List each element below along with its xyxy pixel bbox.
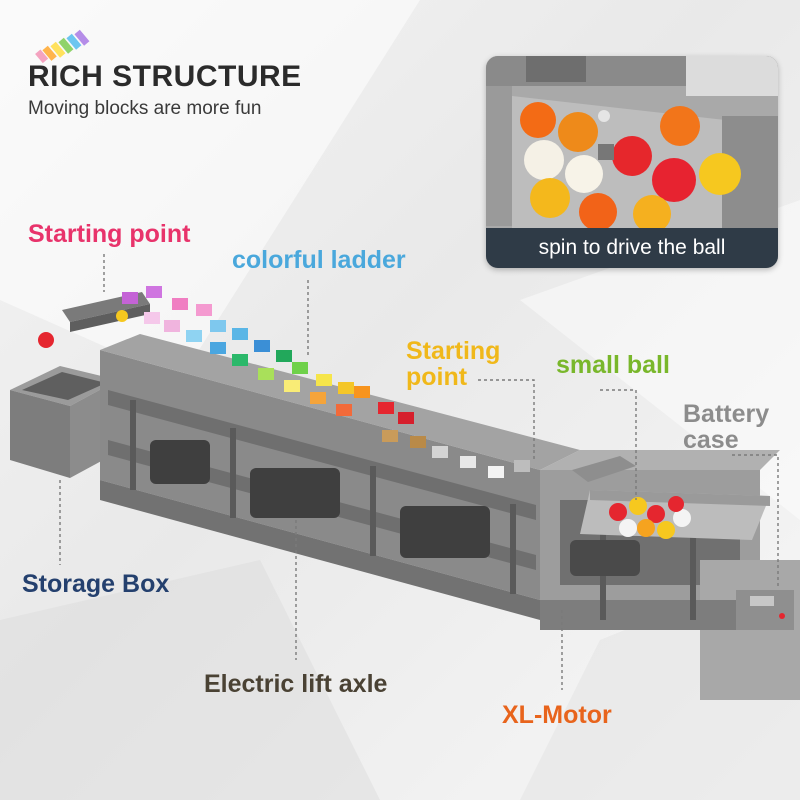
callout-starting-point-2-line1: Starting [406,337,501,365]
tray-ball [629,497,647,515]
callout-small-ball: small ball [556,351,670,379]
page-subtitle: Moving blocks are more fun [28,98,262,119]
gear-mechanism [150,440,640,576]
yellow-ball [699,153,741,195]
tray-ball [673,509,691,527]
inset-caption: spin to drive the ball [486,228,778,268]
red-ball [612,136,652,176]
callout-battery-case: Battery case [683,401,769,453]
tray-ball [668,496,684,512]
callout-starting-point-2: Starting point [406,338,500,390]
callout-starting-point-2-line2: point [406,363,468,391]
callout-storage-box: Storage Box [22,570,170,598]
page-title: RICH STRUCTURE [28,60,302,93]
tray-ball [647,505,665,523]
red-ball [652,158,696,202]
orange-ball [520,102,556,138]
ball-detail-inset: spin to drive the ball [486,56,778,268]
yellow-ball [633,195,671,233]
colorful-ladder-steps [122,286,530,478]
tray-ball [657,521,675,539]
tray-ball [619,519,637,537]
start-ball [116,310,128,322]
callout-battery-case-line2: case [683,426,739,454]
callout-xl-motor: XL-Motor [502,701,612,729]
loose-red-ball [38,332,54,348]
axle-cross [598,144,614,160]
callout-starting-point: Starting point [28,220,191,248]
orange-ball [558,112,598,152]
callout-battery-case-line1: Battery [683,400,770,428]
leader-lines [59,254,779,690]
ball-tray [572,456,770,540]
orange-ball [579,193,617,231]
callout-electric-lift-axle: Electric lift axle [204,670,388,698]
callout-colorful-ladder: colorful ladder [232,246,406,274]
white-ball [565,155,603,193]
rainbow-brush-logo [35,29,90,64]
tray-ball [637,519,655,537]
orange-ball [660,106,700,146]
yellow-ball [530,178,570,218]
battery-case-illustration [736,590,794,630]
white-ball [524,140,564,180]
tray-ball [609,503,627,521]
